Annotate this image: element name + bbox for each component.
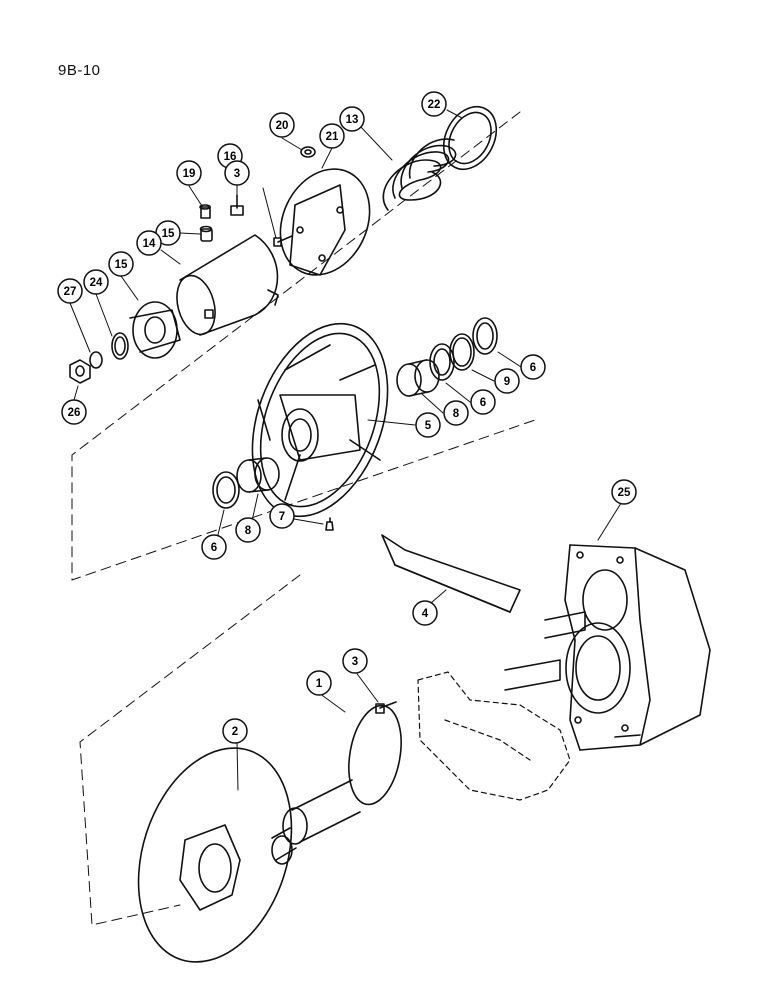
part-13-spring bbox=[382, 138, 457, 211]
part-20-bolt bbox=[230, 194, 244, 216]
part-1-shaft bbox=[271, 704, 402, 865]
part-25-gearbox bbox=[504, 544, 711, 751]
callout-6-mid: 6 bbox=[470, 389, 496, 415]
svg-text:22: 22 bbox=[428, 99, 441, 111]
svg-text:3: 3 bbox=[234, 168, 240, 180]
part-4-drive-belt bbox=[381, 534, 521, 613]
part-2-drive-disc bbox=[137, 747, 293, 963]
svg-text:9: 9 bbox=[504, 376, 510, 388]
callout-4: 4 bbox=[412, 600, 438, 626]
svg-text:8: 8 bbox=[453, 408, 460, 420]
page-code: 9B-10 bbox=[58, 62, 101, 79]
callout-25: 25 bbox=[611, 479, 637, 505]
part-6-seal-right bbox=[472, 317, 498, 355]
callout-21: 19 bbox=[176, 160, 202, 186]
part-6-seal-mid bbox=[429, 343, 455, 381]
leader-lines bbox=[69, 109, 624, 791]
assembly-guide-lines bbox=[71, 111, 536, 926]
callout-2: 2 bbox=[222, 718, 248, 744]
part-8-bearing-left bbox=[236, 457, 280, 493]
callout-8-left: 8 bbox=[235, 517, 261, 543]
svg-text:6: 6 bbox=[530, 362, 536, 374]
svg-text:1: 1 bbox=[316, 678, 323, 690]
svg-text:16: 16 bbox=[224, 151, 237, 163]
svg-text:3: 3 bbox=[352, 656, 358, 668]
callout-5: 5 bbox=[415, 412, 441, 438]
svg-text:2: 2 bbox=[232, 726, 238, 738]
part-15-housing bbox=[176, 234, 279, 336]
part-22-nut bbox=[300, 146, 316, 158]
svg-text:21: 21 bbox=[326, 131, 339, 143]
svg-text:15: 15 bbox=[115, 259, 128, 271]
part-14-washer bbox=[442, 105, 498, 171]
part-5-pulley-wheel bbox=[251, 322, 389, 518]
callout-3-upper: 3 bbox=[224, 160, 250, 186]
callout-7: 7 bbox=[269, 503, 295, 529]
part-27-washer bbox=[89, 351, 103, 369]
callout-1: 1 bbox=[306, 670, 332, 696]
svg-text:8: 8 bbox=[245, 525, 252, 537]
svg-text:13: 13 bbox=[346, 114, 359, 126]
callout-26: 26 bbox=[61, 399, 87, 425]
svg-text:24: 24 bbox=[90, 277, 103, 289]
callout-19: 15 bbox=[108, 251, 134, 277]
callout-14: 22 bbox=[421, 91, 447, 117]
part-21-screw bbox=[199, 204, 211, 219]
svg-text:26: 26 bbox=[68, 407, 81, 419]
part-26-nut bbox=[69, 359, 91, 384]
svg-text:6: 6 bbox=[480, 397, 486, 409]
svg-text:15: 15 bbox=[162, 228, 175, 240]
callout-27: 27 bbox=[57, 278, 83, 304]
part-8-bearing-right bbox=[396, 359, 440, 397]
part-6-seal-left bbox=[212, 471, 240, 509]
svg-text:19: 19 bbox=[183, 168, 196, 180]
callout-16: 15 bbox=[155, 220, 181, 246]
callout-15: 14 bbox=[136, 230, 162, 256]
svg-text:20: 20 bbox=[276, 120, 289, 132]
mounting-bracket-phantom bbox=[417, 671, 571, 801]
part-3-bolt-lower bbox=[375, 701, 397, 714]
svg-text:6: 6 bbox=[211, 542, 217, 554]
part-16-bushing bbox=[199, 225, 213, 242]
callout-22: 20 bbox=[269, 112, 295, 138]
svg-text:14: 14 bbox=[143, 238, 156, 250]
part-24-snap-ring bbox=[111, 332, 129, 360]
callout-6-right: 6 bbox=[520, 354, 546, 380]
part-9-ring bbox=[449, 333, 475, 371]
callout-8-right: 8 bbox=[443, 400, 469, 426]
svg-text:27: 27 bbox=[64, 286, 77, 298]
svg-text:25: 25 bbox=[618, 487, 631, 499]
callouts: 22 13 20 21 16 19 3 15 14 15 24 27 26 6 … bbox=[57, 91, 637, 744]
callout-13: 13 bbox=[339, 106, 365, 132]
svg-text:4: 4 bbox=[422, 608, 429, 620]
callout-9: 9 bbox=[494, 368, 520, 394]
part-3-bolt-upper bbox=[273, 235, 293, 247]
part-23-cam-plate bbox=[279, 168, 371, 276]
callout-6-left: 6 bbox=[201, 534, 227, 560]
svg-text:5: 5 bbox=[425, 420, 432, 432]
part-7-grease-fitting bbox=[325, 517, 334, 531]
callout-23: 21 bbox=[319, 123, 345, 149]
callout-24: 24 bbox=[83, 269, 109, 295]
part-19-hub bbox=[129, 301, 181, 359]
callout-3-lower: 3 bbox=[342, 648, 368, 674]
svg-text:7: 7 bbox=[279, 511, 285, 523]
